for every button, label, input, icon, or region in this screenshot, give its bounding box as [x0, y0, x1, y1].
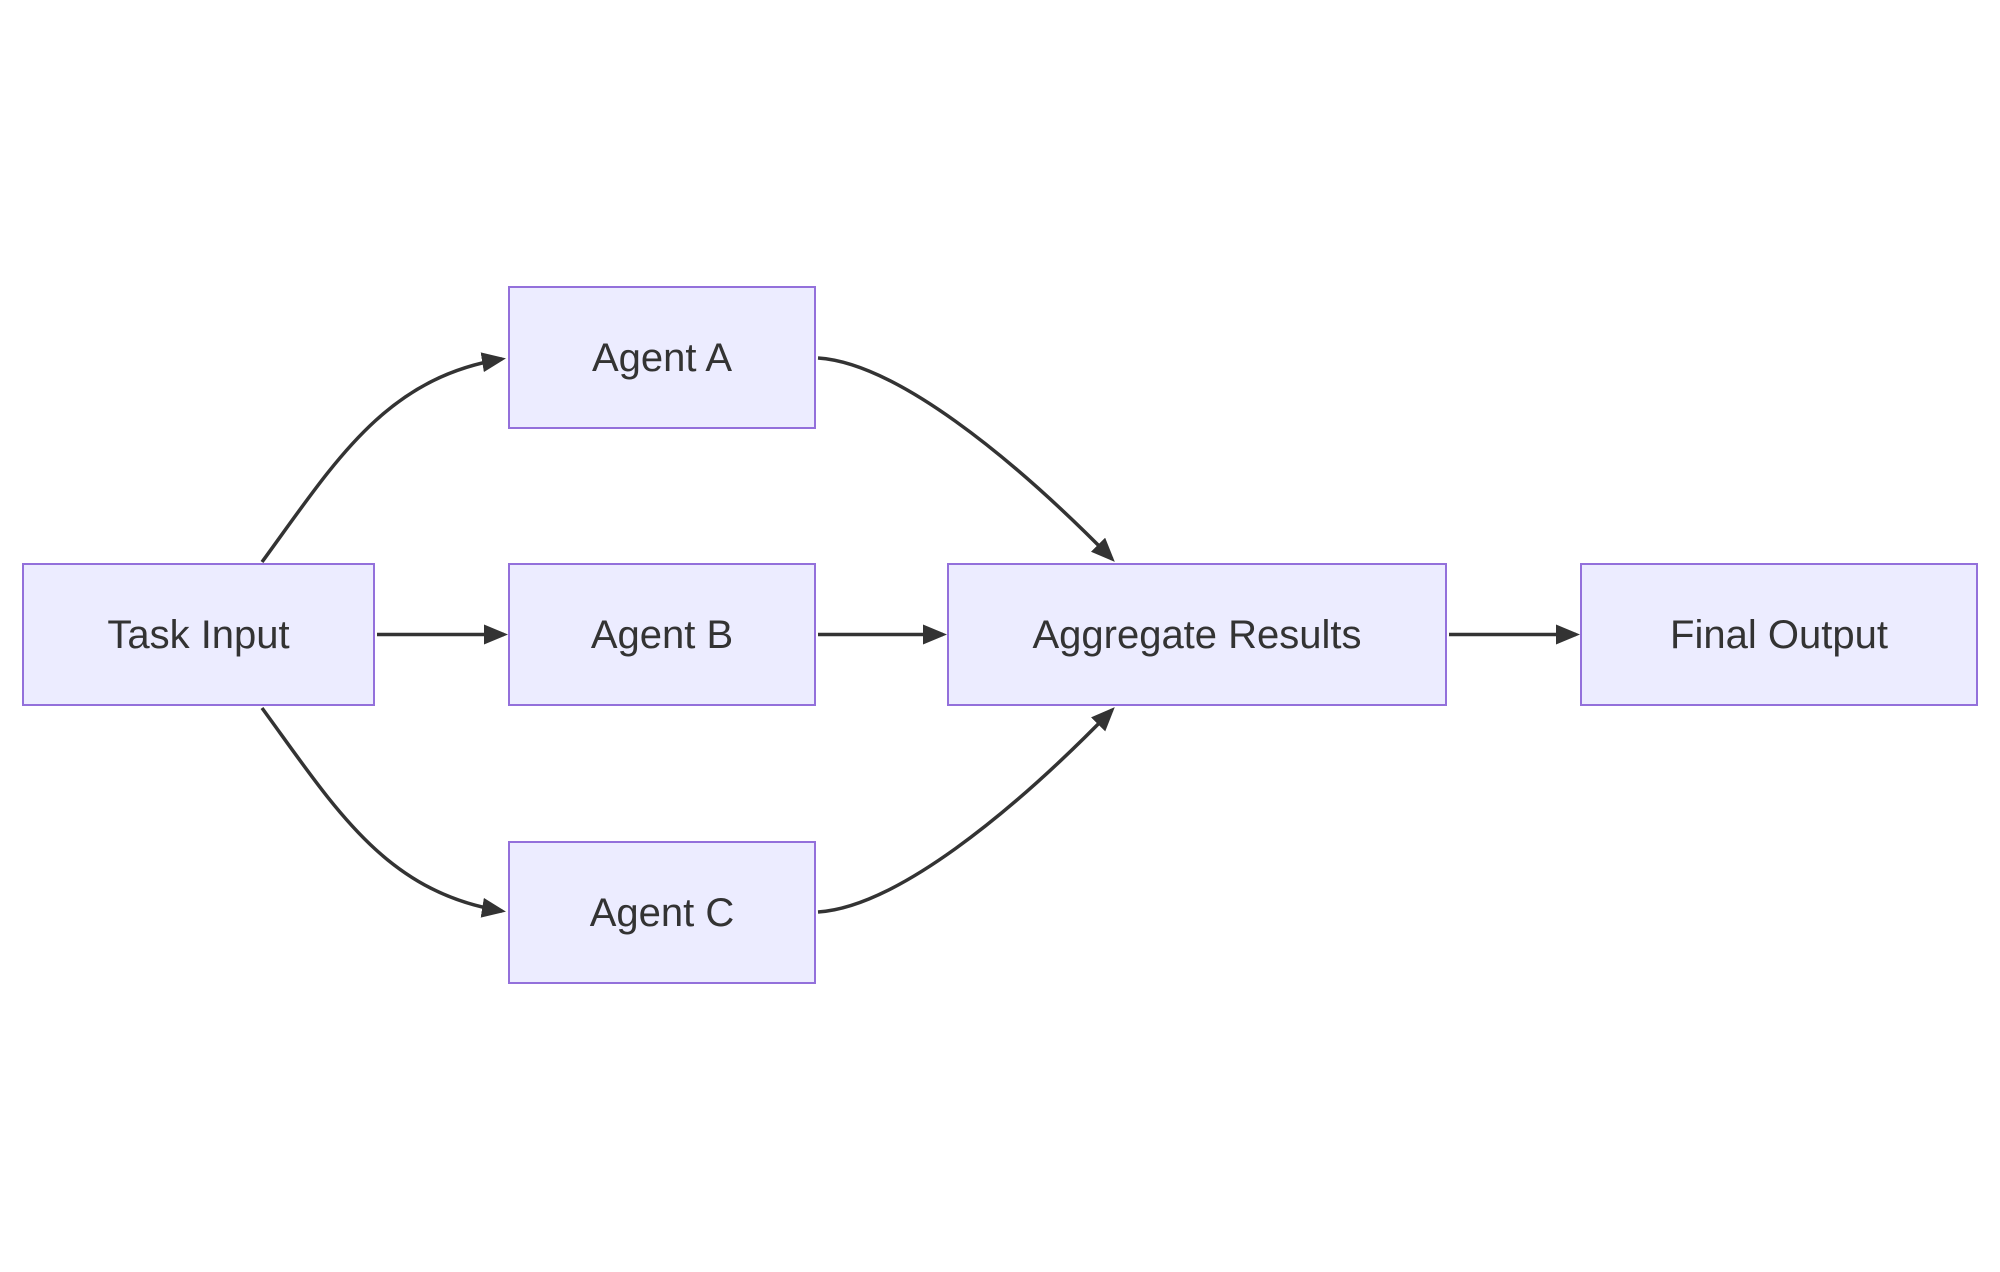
node-agent-a-label: Agent A: [591, 335, 733, 380]
node-agent-c: Agent C: [508, 841, 816, 984]
node-task-input: Task Input: [22, 563, 375, 706]
edge-agent-c-to-aggregate-results: [817, 707, 1115, 914]
edge-task-input-to-agent-a: [260, 352, 506, 564]
node-final-output: Final Output: [1580, 563, 1978, 706]
edge-task-input-to-agent-c: [260, 706, 506, 918]
node-task-input-label: Task Input: [107, 612, 290, 657]
edge-agent-a-to-aggregate-results: [817, 356, 1115, 562]
node-agent-c-label: Agent C: [589, 890, 735, 935]
node-aggregate-results: Aggregate Results: [947, 563, 1447, 706]
node-agent-a: Agent A: [508, 286, 816, 429]
node-aggregate-results-label: Aggregate Results: [1032, 612, 1362, 657]
node-final-output-label: Final Output: [1670, 612, 1888, 657]
node-agent-b-label: Agent B: [590, 612, 734, 657]
node-agent-b: Agent B: [508, 563, 816, 706]
